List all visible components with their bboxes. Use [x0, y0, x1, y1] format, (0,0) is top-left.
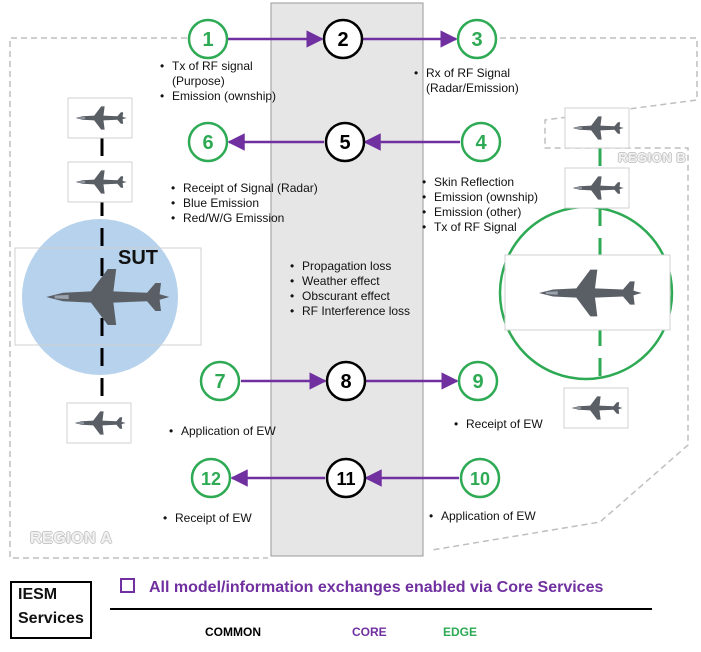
node-9-number: 9	[472, 371, 483, 393]
banner-text: All model/information exchanges enabled …	[149, 579, 604, 596]
node-8: 8	[325, 360, 367, 402]
node-9-notes: Receipt of EW	[454, 417, 543, 432]
iesm-label: IESM	[18, 586, 58, 603]
node-9: 9	[457, 360, 499, 402]
note-item: Blue Emission	[171, 196, 318, 211]
note-item: Rx of RF Signal	[414, 66, 519, 81]
node-7-number: 7	[214, 371, 225, 393]
region-b-outline	[431, 37, 698, 551]
node-8-circle	[325, 360, 367, 402]
node-4-circle	[460, 121, 502, 163]
region-a-outline	[9, 37, 268, 559]
node-10-number: 10	[470, 469, 490, 489]
node-1-circle	[187, 18, 229, 60]
note-item: Propagation loss	[290, 259, 410, 274]
node-4: 4	[460, 121, 502, 163]
note-item: Receipt of EW	[454, 417, 543, 432]
region-a-label: REGION A	[30, 530, 113, 547]
aircraft-thumb-a1	[67, 97, 133, 139]
node-6-number: 6	[202, 132, 213, 154]
node-10-circle	[459, 457, 501, 499]
node-3: 3	[456, 18, 498, 60]
node-1-number: 1	[202, 29, 213, 51]
region-b-label: REGION B	[618, 150, 687, 165]
node-12-number: 12	[201, 469, 221, 489]
aircraft-region-b-main	[504, 254, 671, 331]
legend-core: CORE	[352, 625, 387, 639]
node-11-number: 11	[336, 469, 355, 489]
aircraft-thumb-b2	[564, 167, 630, 209]
node-3-circle	[456, 18, 498, 60]
node-10: 10	[459, 457, 501, 499]
node-10-notes: Application of EW	[429, 509, 536, 524]
legend-edge: EDGE	[443, 625, 478, 639]
note-item: Application of EW	[429, 509, 536, 524]
node-3-number: 3	[471, 29, 482, 51]
note-item: Emission (other)	[422, 205, 538, 220]
services-label: Services	[18, 610, 84, 627]
note-item: Red/W/G Emission	[171, 211, 318, 226]
node-1: 1	[187, 18, 229, 60]
node-7-circle	[199, 360, 241, 402]
note-item: Receipt of EW	[163, 511, 252, 526]
legend-common: COMMON	[205, 625, 261, 639]
iesm-services-box: IESM Services	[10, 581, 92, 639]
node-6-circle	[187, 121, 229, 163]
note-item: Tx of RF Signal	[422, 220, 538, 235]
node-5-number: 5	[339, 132, 350, 154]
node-11: 11	[325, 457, 367, 499]
checkbox-icon	[120, 578, 135, 593]
node-5-circle	[324, 121, 366, 163]
node-7-notes: Application of EW	[169, 424, 276, 439]
node-5: 5	[324, 121, 366, 163]
note-item: Emission (ownship)	[160, 89, 276, 104]
note-item: Tx of RF signal	[160, 59, 276, 74]
node-12-notes: Receipt of EW	[163, 511, 252, 526]
aircraft-sut	[14, 247, 202, 346]
node-12: 12	[190, 457, 232, 499]
note-item-continued: (Purpose)	[172, 74, 225, 88]
node-6-notes: Receipt of Signal (Radar) Blue Emission …	[171, 181, 318, 226]
node-2: 2	[322, 18, 364, 60]
node-8-number: 8	[340, 371, 351, 393]
node-1-notes: Tx of RF signal (Purpose) Emission (owns…	[160, 59, 276, 104]
node-9-circle	[457, 360, 499, 402]
node-2-number: 2	[337, 29, 348, 51]
note-item: Skin Reflection	[422, 175, 538, 190]
node-7: 7	[199, 360, 241, 402]
note-item: Receipt of Signal (Radar)	[171, 181, 318, 196]
note-item: RF Interference loss	[290, 304, 410, 319]
aircraft-thumb-b3	[563, 387, 629, 429]
note-item-continued: (Radar/Emission)	[426, 81, 519, 95]
core-services-banner: All model/information exchanges enabled …	[120, 578, 603, 597]
node-3-notes: Rx of RF Signal (Radar/Emission)	[414, 66, 519, 96]
note-item: Emission (ownship)	[422, 190, 538, 205]
node-2-circle	[322, 18, 364, 60]
node-12-circle	[190, 457, 232, 499]
core-effects-notes: Propagation loss Weather effect Obscuran…	[290, 259, 410, 319]
note-item: Obscurant effect	[290, 289, 410, 304]
sut-label: SUT	[118, 247, 158, 269]
note-item: Weather effect	[290, 274, 410, 289]
node-6: 6	[187, 121, 229, 163]
note-item: Application of EW	[169, 424, 276, 439]
node-11-circle	[325, 457, 367, 499]
node-4-notes: Skin Reflection Emission (ownship) Emiss…	[422, 175, 538, 235]
aircraft-thumb-b1	[564, 107, 630, 149]
footer-divider	[110, 608, 652, 610]
node-4-number: 4	[475, 132, 487, 154]
aircraft-thumb-a3	[66, 402, 132, 444]
aircraft-thumb-a2	[67, 161, 133, 203]
